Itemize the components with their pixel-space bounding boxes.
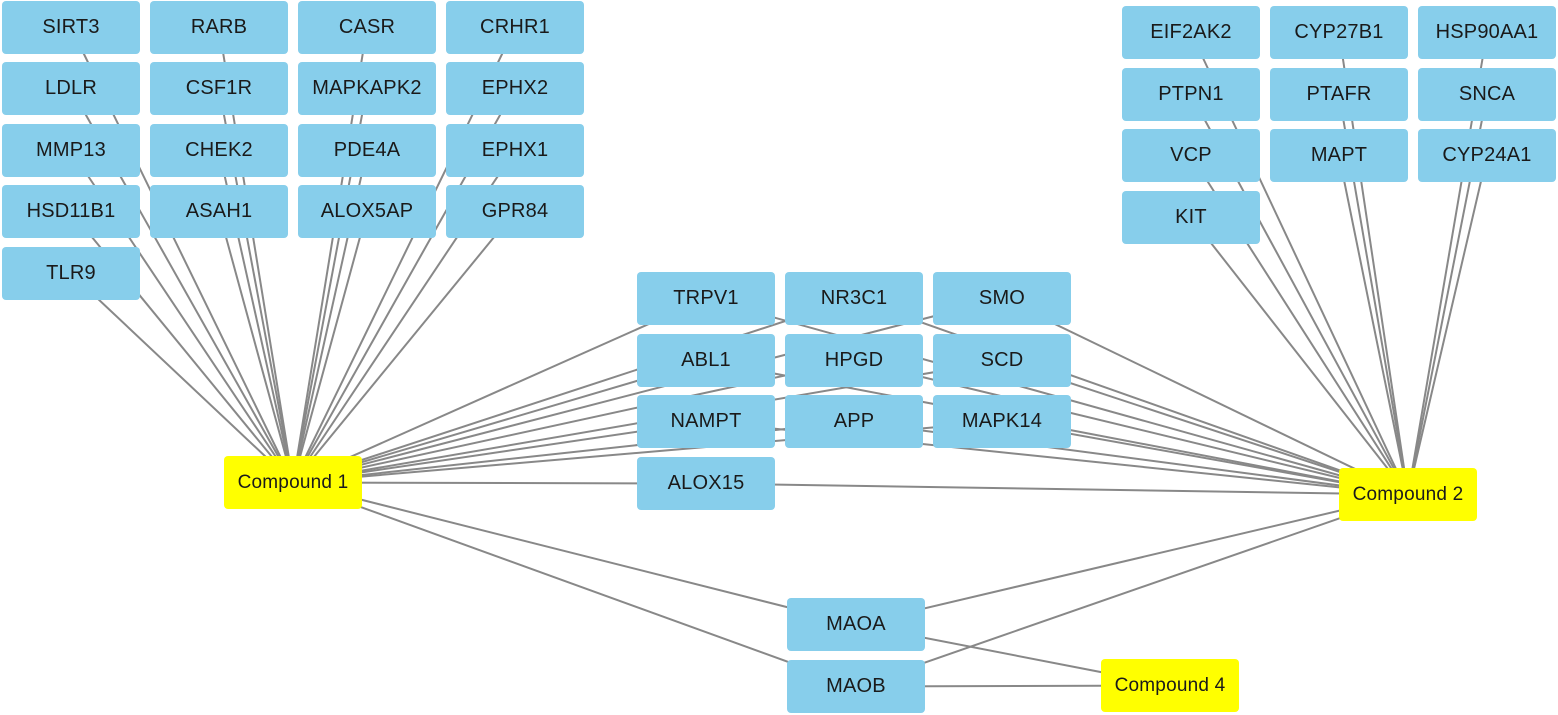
node-hsp90aa1[interactable]: HSP90AA1 — [1418, 6, 1556, 59]
node-scd[interactable]: SCD — [933, 334, 1071, 387]
edge-c2-nr3c1 — [853, 297, 1409, 496]
node-cyp27b1[interactable]: CYP27B1 — [1270, 6, 1408, 59]
node-compound-4[interactable]: Compound 4 — [1101, 659, 1239, 712]
node-ephx1[interactable]: EPHX1 — [446, 124, 584, 177]
node-sirt3[interactable]: SIRT3 — [2, 1, 140, 54]
node-nampt[interactable]: NAMPT — [637, 395, 775, 448]
node-alox15[interactable]: ALOX15 — [637, 457, 775, 510]
node-cyp24a1[interactable]: CYP24A1 — [1418, 129, 1556, 182]
node-ptafr[interactable]: PTAFR — [1270, 68, 1408, 121]
node-kit[interactable]: KIT — [1122, 191, 1260, 244]
edge-c1-maob — [292, 481, 857, 688]
node-smo[interactable]: SMO — [933, 272, 1071, 325]
edge-c1-asah1 — [218, 211, 294, 483]
node-trpv1[interactable]: TRPV1 — [637, 272, 775, 325]
node-mmp13[interactable]: MMP13 — [2, 124, 140, 177]
node-compound-1[interactable]: Compound 1 — [224, 456, 362, 509]
edge-c2-cyp24a1 — [1407, 155, 1488, 495]
edge-c1-trpv1 — [292, 297, 707, 484]
node-maob[interactable]: MAOB — [787, 660, 925, 713]
node-eif2ak2[interactable]: EIF2AK2 — [1122, 6, 1260, 59]
node-gpr84[interactable]: GPR84 — [446, 185, 584, 238]
edge-c2-maoa — [855, 493, 1409, 626]
edge-c1-gpr84 — [292, 210, 516, 484]
node-hpgd[interactable]: HPGD — [785, 334, 923, 387]
node-mapk14[interactable]: MAPK14 — [933, 395, 1071, 448]
node-rarb[interactable]: RARB — [150, 1, 288, 54]
node-alox5ap[interactable]: ALOX5AP — [298, 185, 436, 238]
edge-c2-mapt — [1338, 155, 1409, 495]
node-vcp[interactable]: VCP — [1122, 129, 1260, 182]
node-tlr9[interactable]: TLR9 — [2, 247, 140, 300]
node-compound-2[interactable]: Compound 2 — [1339, 468, 1477, 521]
node-csf1r[interactable]: CSF1R — [150, 62, 288, 115]
node-mapt[interactable]: MAPT — [1270, 129, 1408, 182]
edge-c2-smo — [1001, 297, 1409, 496]
node-nr3c1[interactable]: NR3C1 — [785, 272, 923, 325]
node-snca[interactable]: SNCA — [1418, 68, 1556, 121]
edge-c1-alox5ap — [292, 211, 368, 483]
node-casr[interactable]: CASR — [298, 1, 436, 54]
node-app[interactable]: APP — [785, 395, 923, 448]
edge-c1-nr3c1 — [292, 297, 855, 484]
node-maoa[interactable]: MAOA — [787, 598, 925, 651]
node-ptpn1[interactable]: PTPN1 — [1122, 68, 1260, 121]
node-pde4a[interactable]: PDE4A — [298, 124, 436, 177]
node-mapkapk2[interactable]: MAPKAPK2 — [298, 62, 436, 115]
node-hsd11b1[interactable]: HSD11B1 — [2, 185, 140, 238]
node-abl1[interactable]: ABL1 — [637, 334, 775, 387]
edge-c1-tlr9 — [70, 272, 294, 484]
node-ephx2[interactable]: EPHX2 — [446, 62, 584, 115]
edge-c1-smo — [292, 297, 1003, 484]
edge-c1-maoa — [292, 481, 857, 626]
node-chek2[interactable]: CHEK2 — [150, 124, 288, 177]
edge-c2-maob — [855, 493, 1409, 688]
node-crhr1[interactable]: CRHR1 — [446, 1, 584, 54]
edge-c2-alox15 — [705, 482, 1409, 496]
node-ldlr[interactable]: LDLR — [2, 62, 140, 115]
node-asah1[interactable]: ASAH1 — [150, 185, 288, 238]
edge-c2-kit — [1190, 216, 1409, 496]
